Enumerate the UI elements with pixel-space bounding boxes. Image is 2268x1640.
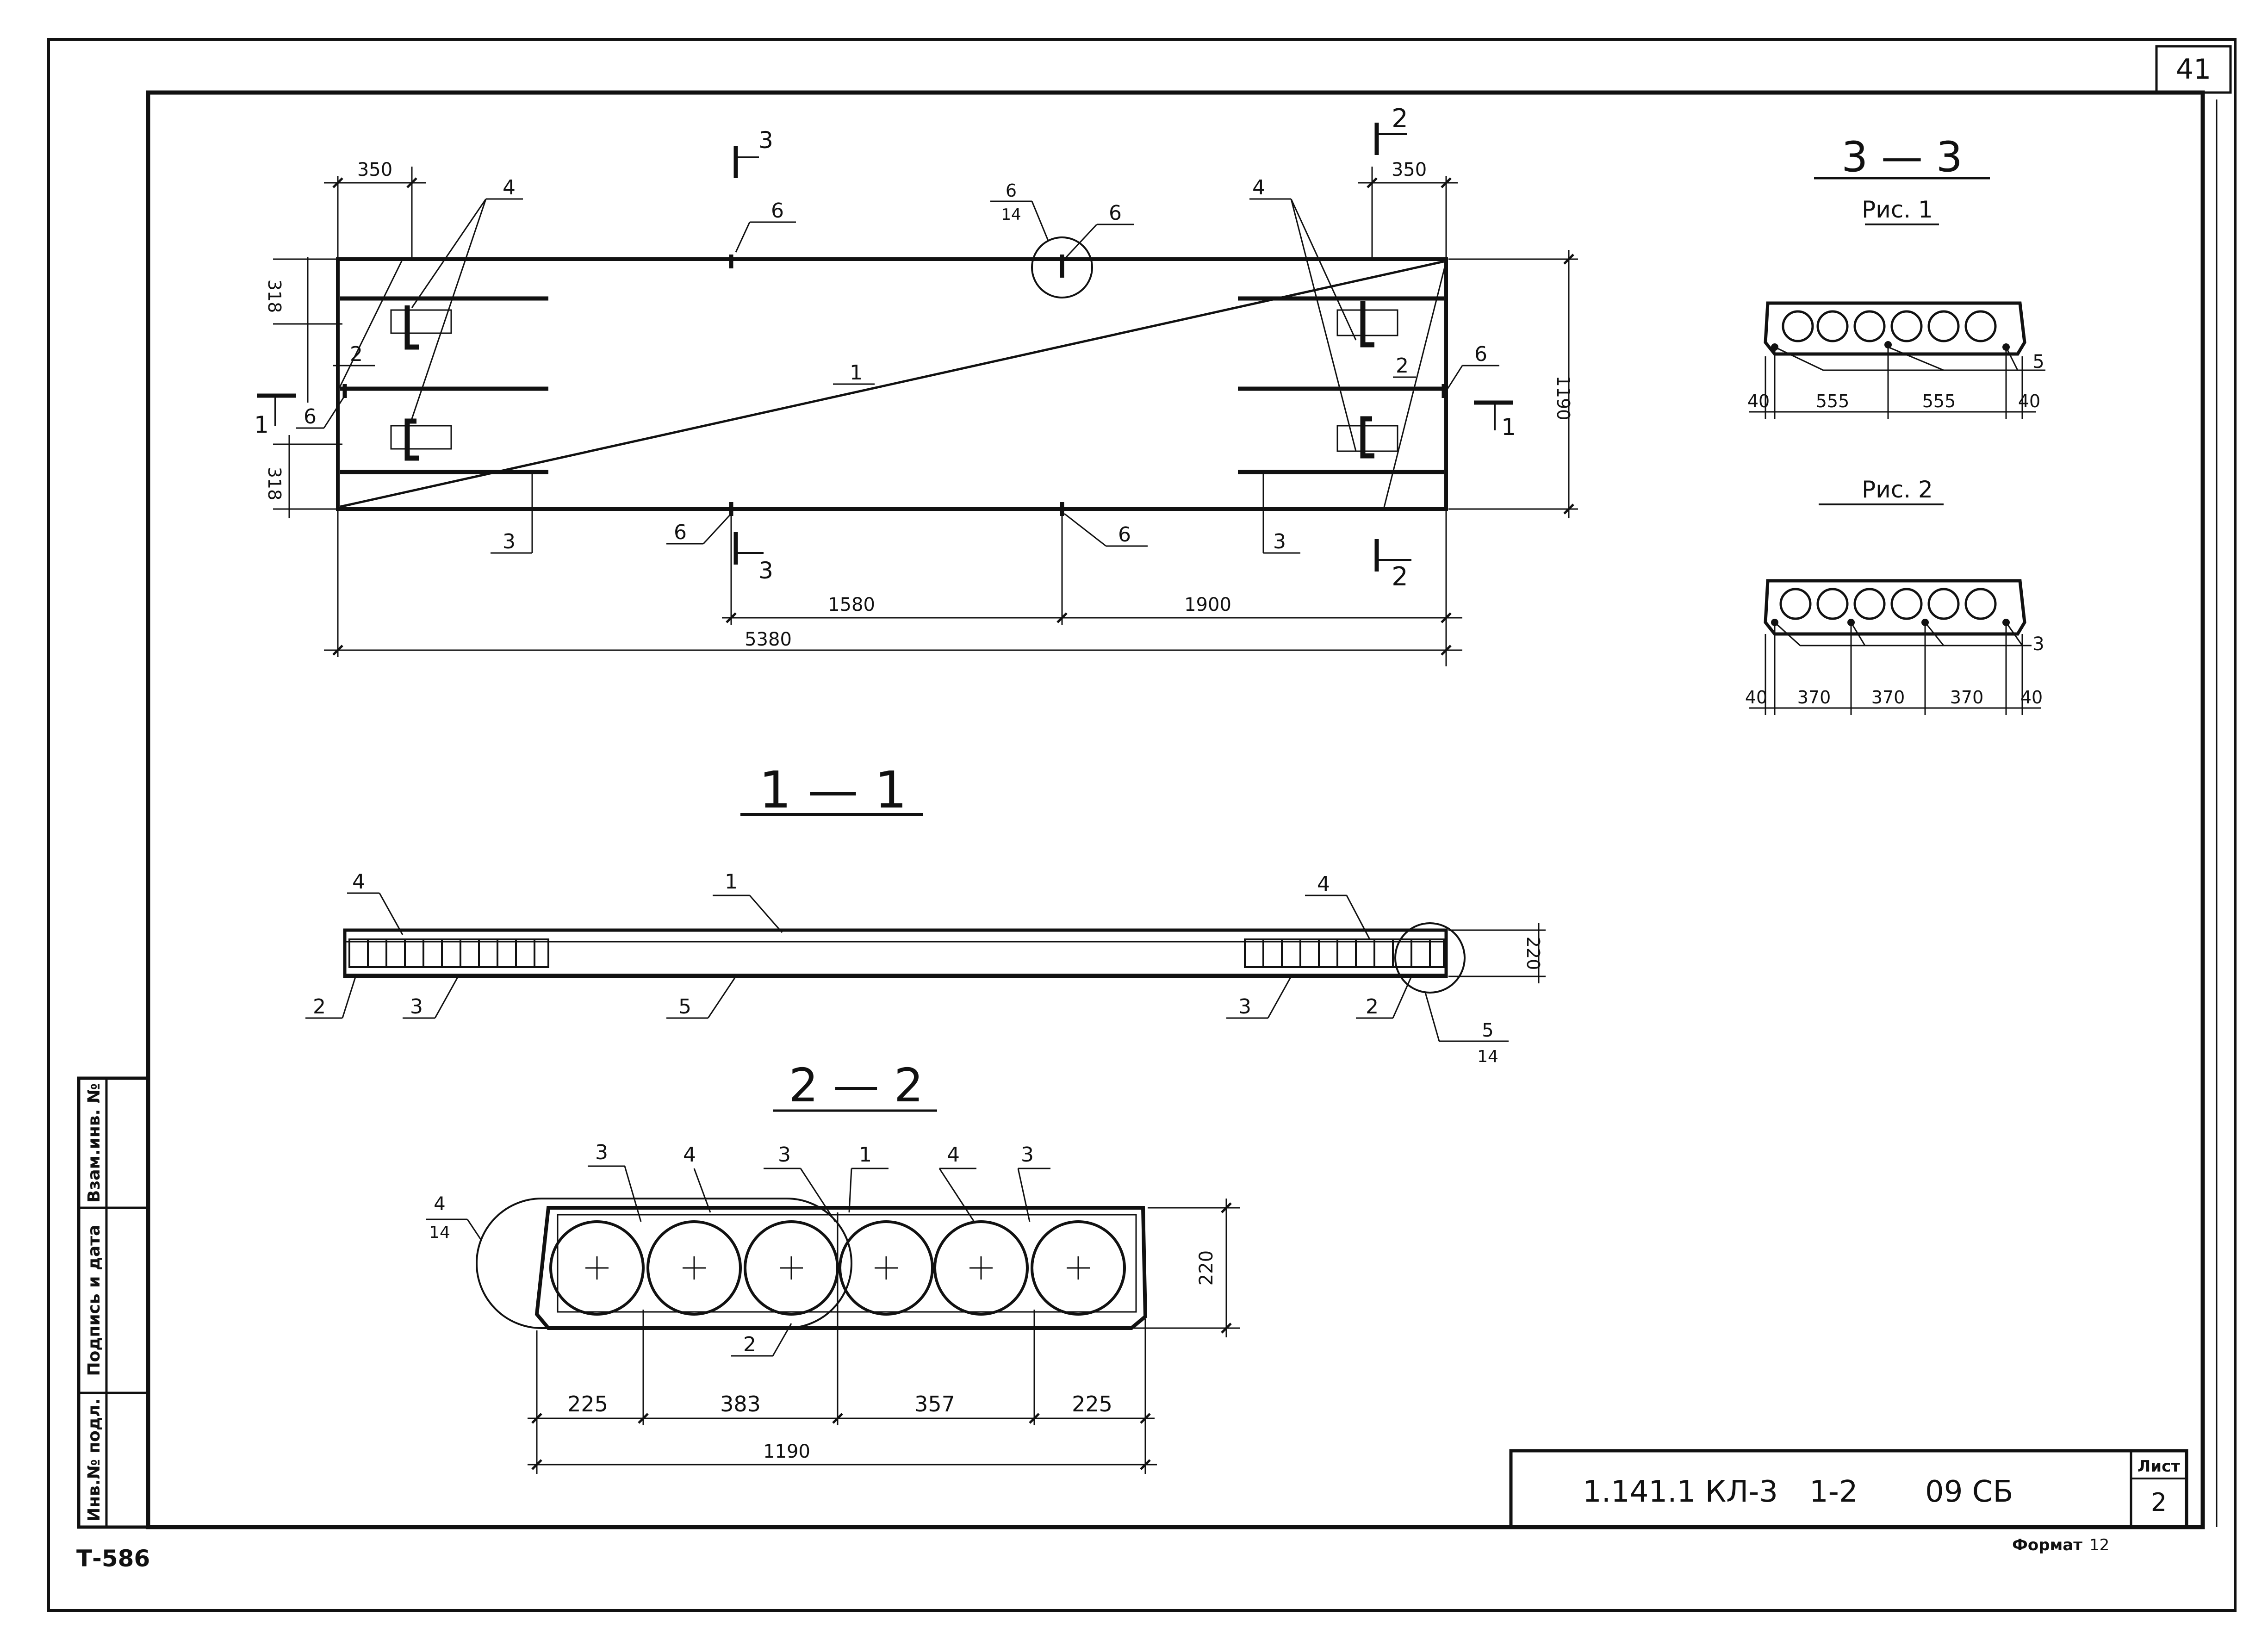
cut-2-top: 2 [1392,104,1408,134]
fig2-dim-5: 40 [2020,687,2043,708]
leader-2-right: 2 [1396,354,1409,378]
s11-leader-2-right: 2 [1366,995,1379,1019]
dim-left-top: 350 [357,159,392,180]
dim-span-a: 1580 [828,594,875,615]
cut-2-bottom: 2 [1392,562,1408,592]
leader-6-left: 6 [304,405,317,429]
s11-frac-bot: 14 [1477,1047,1498,1066]
s11-leader-3-left: 3 [410,995,423,1019]
dim-left-vert-2: 318 [264,467,285,501]
cut-3-bottom: 3 [758,557,773,584]
cut-1-right: 1 [1501,414,1516,441]
cut-1-left: 1 [254,411,269,438]
corner-number: 41 [2176,53,2211,86]
leader-6-right: 6 [1474,342,1487,366]
s22-frac-bot: 14 [429,1223,450,1242]
sheet-frame: 41 [47,38,2237,1612]
leader-6-circle: 6 [1109,201,1122,225]
designation: 1.141.1 КЛ-3 [1583,1475,1778,1509]
side-stamp: Взам.инв. № Подпись и дата Инв.№ подл. [77,1076,150,1529]
plan-view: 350 350 318 318 1190 1580 1900 5380 [254,104,1578,666]
bar-1-diagonal [340,260,1444,508]
hollow-slab-outline [534,1206,1148,1330]
leader-6-bottom-a: 6 [674,521,687,544]
detail-callout-oval [476,1198,852,1329]
s22-frac-top: 4 [434,1193,445,1215]
stamp-cell-replace-inv: Взам.инв. № [85,1083,104,1203]
section-2-2-title: 2 — 2 [789,1058,924,1112]
section-2-2: 2 — 2 [426,1058,1240,1474]
s11-leader-2-left: 2 [313,995,326,1019]
section-3-3-title: 3 — 3 [1841,133,1963,181]
title-block: 1.141.1 КЛ-3 1-2 09 СБ Лист 2 [1509,1449,2188,1529]
s11-leader-1: 1 [725,870,738,894]
s22-dim-d4: 225 [1072,1392,1112,1416]
s11-leader-3-right: 3 [1238,995,1251,1019]
sheet-label: Лист [2138,1457,2180,1476]
dim-length: 5380 [745,629,792,650]
designation-suffix: 09 СБ [1925,1475,2013,1509]
stamp-cell-signature-date: Подпись и дата [85,1225,104,1376]
s22-leader-1: 1 [859,1143,872,1167]
s22-dim-d2: 383 [720,1392,761,1416]
sheet-range: 1-2 [1809,1475,1858,1509]
fig1-dim-1: 40 [1747,391,1770,411]
fig2-dim-4: 370 [1950,687,1984,708]
leader-3-right: 3 [1273,530,1286,553]
callout-frac-bot: 14 [1001,205,1021,224]
s22-dim-total: 1190 [763,1441,810,1462]
leader-2-left: 2 [350,342,363,366]
fig1-label: Рис. 1 [1862,196,1933,223]
s22-leader-3-a: 3 [595,1141,608,1164]
s22-leader-4-b: 4 [947,1143,960,1167]
s11-leader-5: 5 [678,995,691,1019]
fig1-leader: 5 [2032,351,2044,373]
leader-1: 1 [850,361,863,385]
section-3-3: 3 — 3 Рис. 1 40 555 555 40 5 Рис. 2 [1745,133,2045,715]
section-1-1: 1 — 1 [305,760,1546,1066]
fig2-dim-3: 370 [1871,687,1905,708]
dim-span-b: 1900 [1184,594,1231,615]
s22-leader-3-b: 3 [778,1143,791,1167]
fig2-dim-1: 40 [1745,687,1767,708]
s22-leader-4-a: 4 [683,1143,696,1167]
fig2-label: Рис. 2 [1862,476,1933,503]
s11-leader-4-left: 4 [352,870,365,894]
fig1-dim-3: 555 [1922,391,1956,411]
s11-dim-height: 220 [1523,937,1543,970]
detail-callout-circle [1031,236,1093,298]
fig1-dim-2: 555 [1816,391,1850,411]
archive-code: Т-586 [76,1545,150,1572]
s22-leader-3-c: 3 [1021,1143,1034,1167]
format-label: Формат [2012,1536,2082,1554]
s22-dim-d1: 225 [567,1392,608,1416]
section-1-1-title: 1 — 1 [759,760,907,820]
leader-4-left: 4 [503,176,516,199]
leader-6-bottom-b: 6 [1118,523,1131,547]
leader-3-left: 3 [503,530,516,553]
leader-4-right: 4 [1252,176,1265,199]
cut-3-top: 3 [758,127,773,154]
s11-frac-top: 5 [1482,1020,1493,1041]
sheet-number: 2 [2151,1488,2167,1517]
callout-frac-top: 6 [1006,180,1017,201]
fig2-leader: 3 [2032,634,2044,655]
fig2-dim-2: 370 [1797,687,1831,708]
dim-height: 1190 [1553,376,1573,421]
s22-dim-d3: 357 [914,1392,955,1416]
stamp-cell-orig-inv: Инв.№ подл. [85,1398,104,1522]
format-value: 12 [2089,1536,2109,1554]
leader-6-top: 6 [771,199,784,223]
dim-right-top: 350 [1392,159,1427,180]
s22-leader-2: 2 [743,1333,756,1356]
fig1-dim-4: 40 [2018,391,2040,411]
s22-dim-height: 220 [1196,1250,1217,1286]
dim-left-vert-1: 318 [264,280,285,313]
s11-leader-4-right: 4 [1317,872,1330,896]
